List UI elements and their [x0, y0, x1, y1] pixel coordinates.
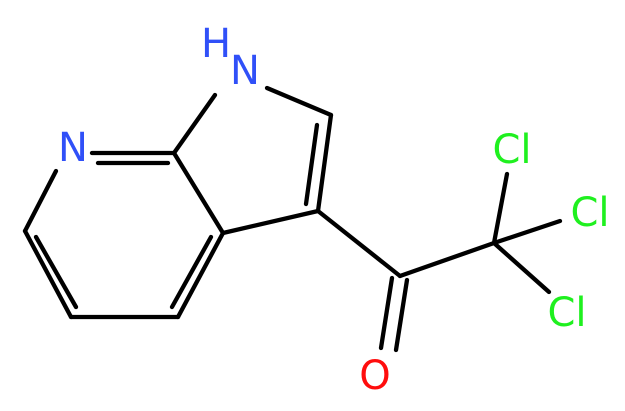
bond-c-cl-top [491, 171, 510, 246]
bond-c3-c3a [220, 208, 321, 236]
bond-c6-c5-inner [33, 234, 79, 310]
bond-carbonyl-o-2 [393, 277, 410, 353]
atom-label-pyridine-n: N [58, 125, 88, 171]
bond-c7a-n1 [171, 92, 218, 156]
atom-labels: N H N O Cl Cl Cl [58, 21, 609, 399]
bond-c3a-c7a [171, 150, 226, 236]
bond-n-c6 [22, 168, 59, 234]
bond-carbonyl-ccl3 [397, 240, 497, 279]
atom-label-pyrrole-h: H [201, 21, 231, 67]
atom-label-cl-top: Cl [492, 127, 531, 173]
bonds [22, 85, 563, 353]
atom-label-cl-right: Cl [570, 190, 609, 236]
atom-label-pyrrole-n: N [230, 48, 260, 94]
bond-carbonyl-o-1 [378, 275, 395, 351]
bond-c-cl-right [491, 218, 563, 246]
bond-c6-c5-double [22, 228, 74, 320]
bond-n1-c2 [264, 85, 334, 118]
atom-label-carbonyl-o: O [359, 353, 390, 399]
atom-label-cl-bottom: Cl [547, 290, 586, 336]
bond-c3-carbonyl [315, 208, 403, 279]
bond-c4-c3a-double [175, 230, 226, 320]
bond-c2-c3-double [315, 112, 334, 214]
bond-c-cl-bottom [491, 240, 552, 295]
bond-c2-c3-inner [303, 122, 320, 207]
bond-c4-c3a-inner [169, 234, 214, 310]
